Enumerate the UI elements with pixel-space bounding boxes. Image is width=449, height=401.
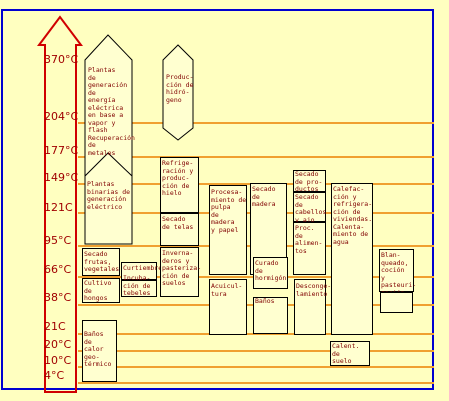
temp-label-95: 95°C <box>44 234 72 247</box>
gridline-177 <box>78 156 434 158</box>
process-proc-alimentos: Proc. de alimen- tos <box>295 224 323 255</box>
process-refrigeracion-hielo: Refrige- ración y produc- ción de hielo <box>162 159 194 197</box>
gridline-21 <box>78 333 434 335</box>
process-plantas-binarias: Plantas binarias de generación eléctrico <box>87 180 131 211</box>
box-descongelamiento <box>294 279 326 335</box>
box-secado-telas <box>160 213 199 246</box>
shape-plantas-generacion <box>84 34 133 196</box>
box-secado-productos <box>293 170 326 192</box>
temp-label-370: 370°C <box>44 53 79 66</box>
process-cultivo-hongos: Cultivo de hongos <box>84 279 112 302</box>
process-produccion-hidrogeno: Produc- ción de hidró- geno <box>166 73 194 104</box>
temp-label-20: 20°C <box>44 338 72 351</box>
temp-label-10: 10°C <box>44 354 72 367</box>
box-calefaccion <box>331 183 373 335</box>
gridline-204 <box>78 122 434 124</box>
box-secado-cabellos <box>293 192 326 222</box>
temp-label-149: 149°C <box>44 171 79 184</box>
process-curtiembre: Curtiembre <box>123 264 163 272</box>
box-incubacion <box>121 280 157 297</box>
process-secado-productos: Secado de pro- ductos <box>295 170 323 193</box>
box-curado-hormigon <box>253 257 288 289</box>
process-calent-suelo: Calent. de suelo <box>332 342 360 365</box>
box-secado-frutas <box>82 248 120 276</box>
shape-plantas-binarias <box>84 152 133 245</box>
box-banos <box>253 297 288 334</box>
process-banos-geotermico: Baños de calor geo- térmico <box>84 330 112 368</box>
process-invernaderos: Inverna- deros y pasteriza- ción de suel… <box>162 249 202 287</box>
gridline-4 <box>78 382 434 384</box>
box-banos-geotermico <box>82 320 117 382</box>
box-invernaderos <box>160 247 199 297</box>
process-calefaccion: Calefac- ción y refrigera- ción de vivie… <box>333 185 373 246</box>
process-acuicultura: Acuicul- tura <box>211 282 243 298</box>
box-procesamiento-pulpa <box>209 185 247 275</box>
process-descongelamiento: Desconge- lamiento <box>296 282 332 298</box>
box-proc-alimentos <box>293 222 326 275</box>
gridline-20 <box>78 350 434 352</box>
box-blanqueado <box>379 249 414 292</box>
process-procesamiento-pulpa: Procesa- miento de pulpa de madera y pap… <box>211 188 247 234</box>
box-blanqueado-lower <box>380 292 413 313</box>
temp-label-177: 177°C <box>44 144 79 157</box>
process-secado-cabellos: Secado de cabellos y ajo <box>295 193 327 224</box>
temp-label-66: 66°C <box>44 263 72 276</box>
process-plantas-generacion: Plantas de generación de energía eléctri… <box>88 66 135 157</box>
box-refrigeracion-hielo <box>160 157 199 213</box>
temp-label-4: 4°C <box>44 369 65 382</box>
process-secado-madera: Secado de madera <box>252 185 276 208</box>
process-blanqueado: Blan- queado, coción y pasteuri- zación <box>381 251 417 296</box>
shape-produccion-hidrogeno <box>162 44 194 141</box>
temp-label-38: 38°C <box>44 291 72 304</box>
temp-label-21: 21C <box>44 320 66 333</box>
box-curtiembre <box>121 262 157 280</box>
temp-label-204: 204°C <box>44 110 79 123</box>
box-acuicultura <box>209 279 247 335</box>
process-curado-hormigon: Curado de hormigón <box>255 259 287 282</box>
diagram-frame <box>1 9 434 390</box>
process-incubacion: Incuba- ción de tebeles <box>123 274 151 297</box>
process-banos: Baños <box>255 297 275 305</box>
box-calent-suelo <box>330 341 370 366</box>
gridline-10 <box>78 366 434 368</box>
temp-label-121: 121C <box>44 201 73 214</box>
process-secado-frutas: Secado frutas, vegetales <box>84 250 120 273</box>
process-secado-telas: Secado de telas <box>162 215 194 231</box>
box-cultivo-hongos <box>82 278 120 303</box>
